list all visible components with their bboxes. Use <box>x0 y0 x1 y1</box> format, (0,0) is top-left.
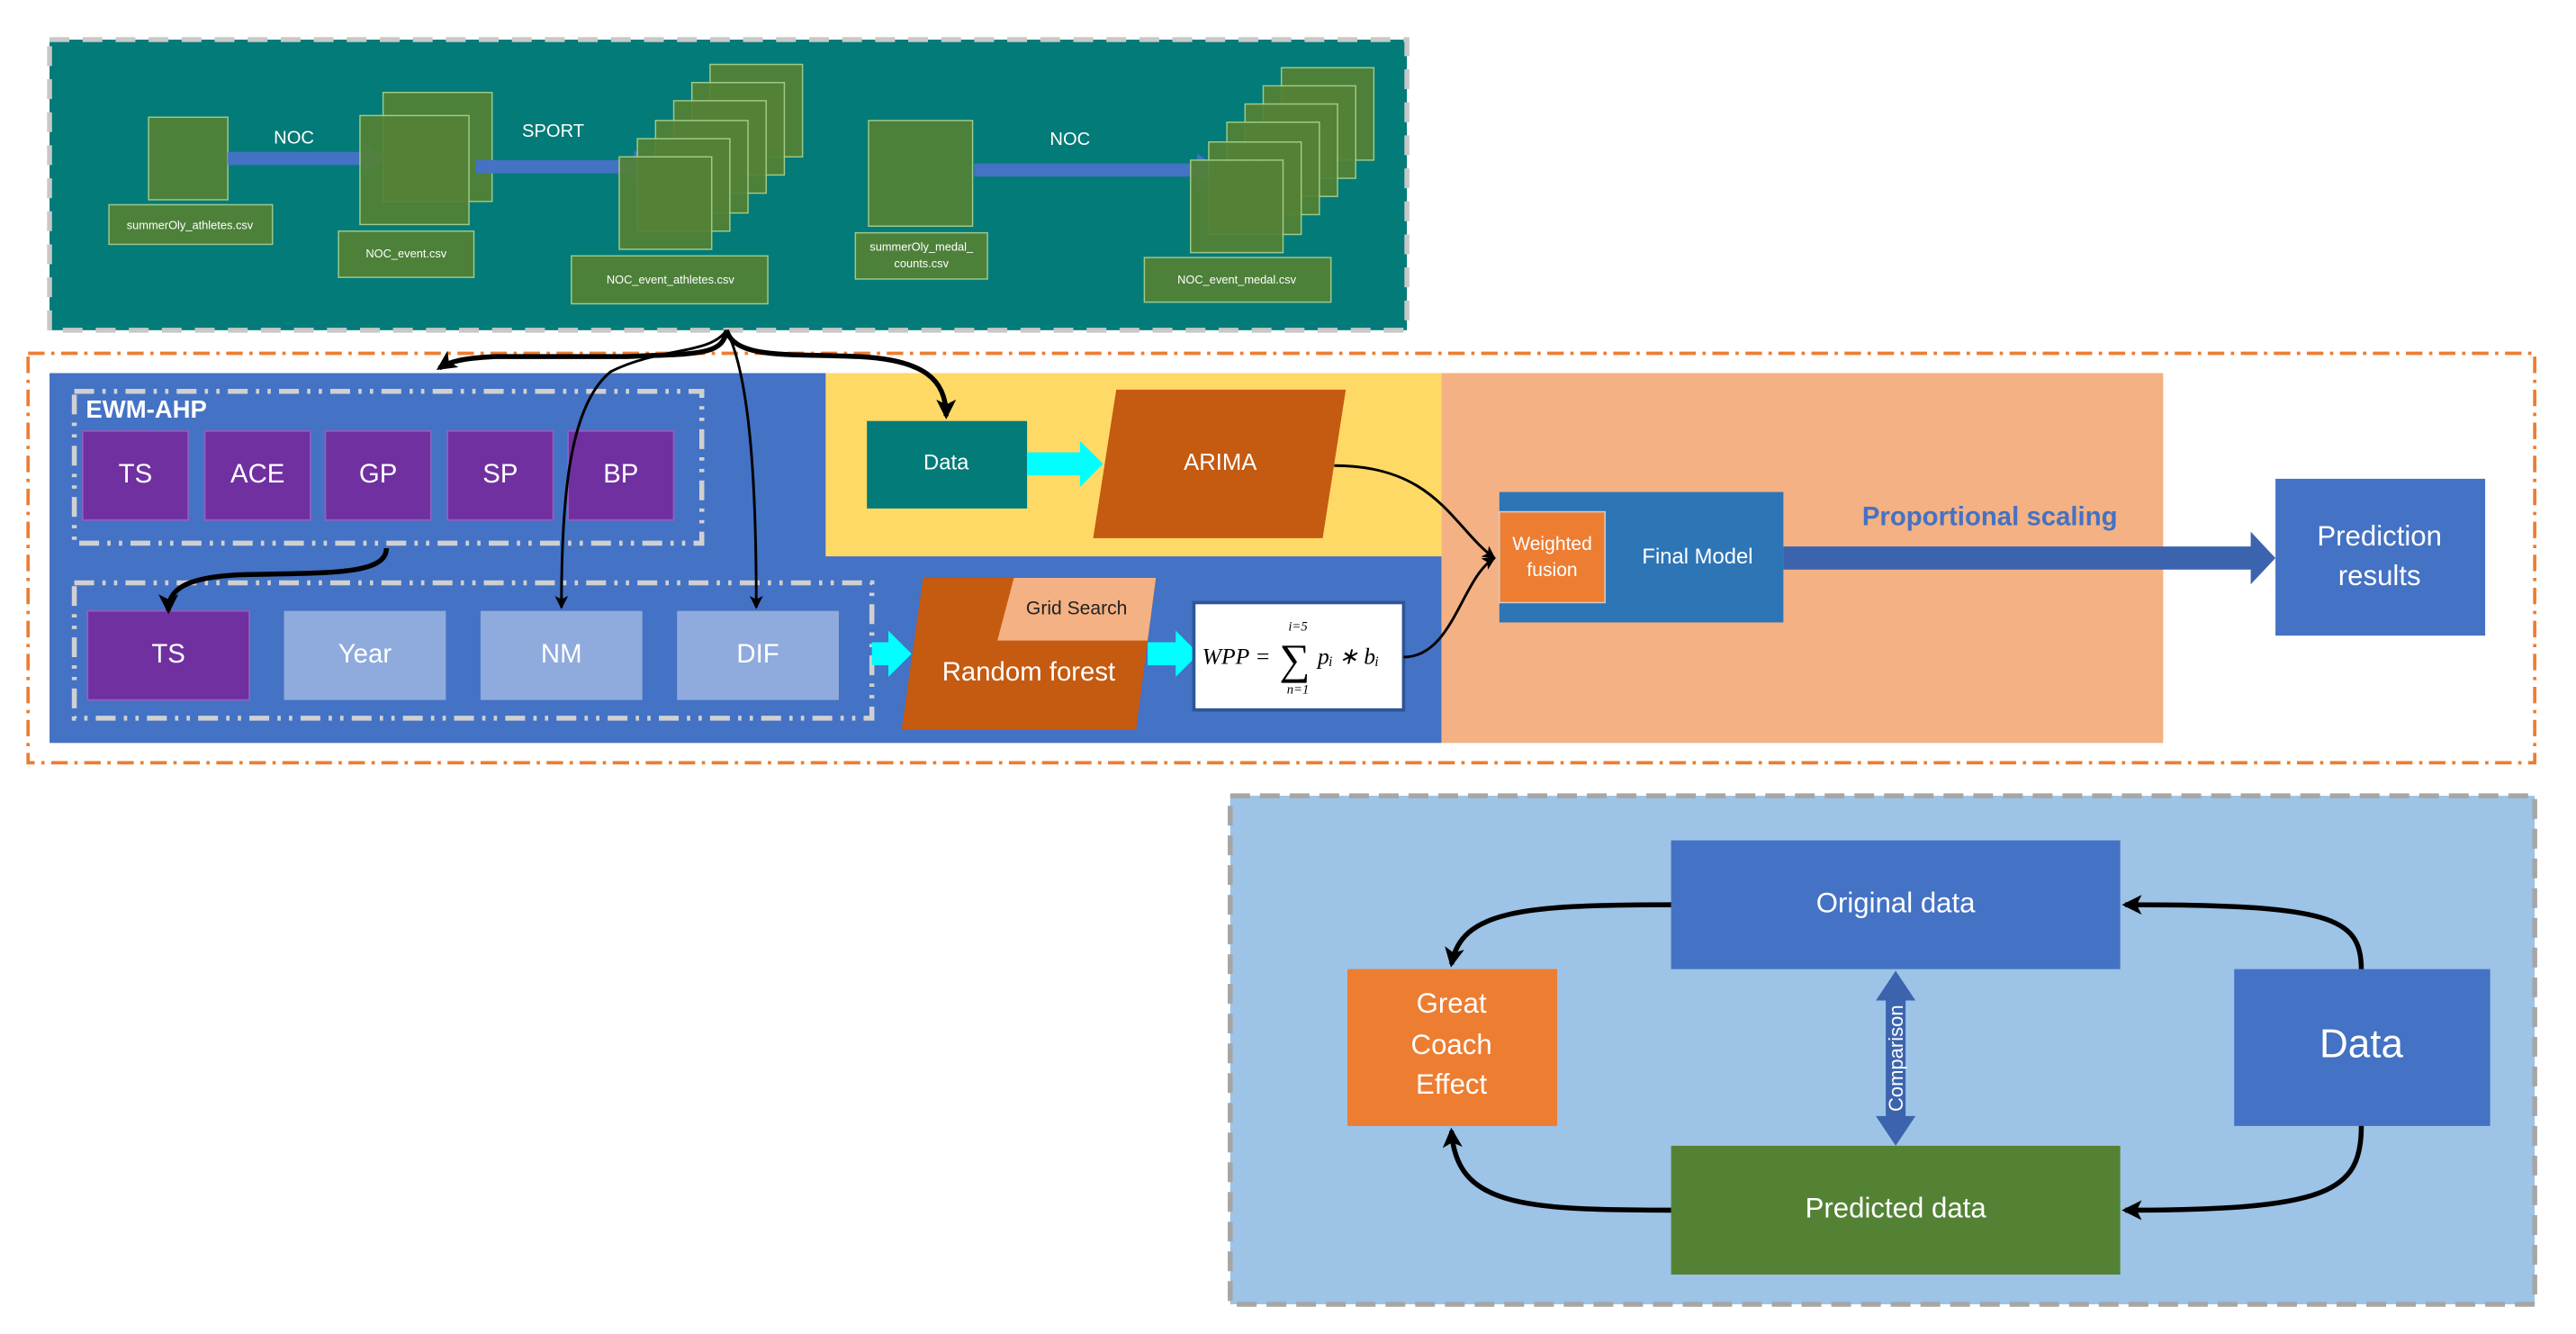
proportional-scaling-arrow <box>1783 531 2276 585</box>
svg-text:Data: Data <box>923 451 969 475</box>
wpp-formula-box: WPP = ∑ i=5 n=1 pᵢ ∗ bᵢ <box>1192 600 1406 712</box>
indicator-ts: TS <box>81 429 190 521</box>
svg-text:GP: GP <box>359 459 397 489</box>
model-panel: EWM-AHP TS ACE GP SP BP TS Year NM DIF D… <box>26 351 2536 765</box>
noc-event-file-label: NOC_event.csv <box>365 247 446 260</box>
feature-group <box>71 580 875 721</box>
feature-nm: NM <box>480 610 643 700</box>
noc-event-athletes-label-box <box>571 255 769 305</box>
feature-dif: DIF <box>677 610 839 700</box>
noc-event-medal-file-label: NOC_event_medal.csv <box>1177 273 1297 286</box>
data-to-arima-arrow <box>1027 440 1103 488</box>
svg-text:results: results <box>2338 560 2421 591</box>
athletes-file-icon <box>148 116 229 201</box>
athletes-file-label: summerOly_athletes.csv <box>127 219 254 232</box>
svg-text:Effect: Effect <box>1416 1068 1487 1100</box>
noc-event-athletes-stack-icon <box>618 63 804 250</box>
svg-text:Weighted: Weighted <box>1512 534 1592 554</box>
svg-text:Comparison: Comparison <box>1885 1005 1907 1112</box>
svg-text:Random forest: Random forest <box>942 657 1115 687</box>
data-to-original-arrow <box>2121 895 2364 969</box>
svg-text:Original data: Original data <box>1816 887 1976 918</box>
connector-arrows <box>158 329 1496 659</box>
svg-text:Great: Great <box>1417 987 1487 1019</box>
svg-text:ARIMA: ARIMA <box>1184 450 1257 475</box>
sport-arrow-label: SPORT <box>522 122 584 141</box>
noc-event-athletes-file-label: NOC_event_athletes.csv <box>607 273 734 286</box>
noc-event-medal-stack-icon <box>1190 67 1375 254</box>
noc-event-file-icon <box>359 114 470 226</box>
noc-arrow-2-label: NOC <box>1049 130 1090 149</box>
svg-text:ACE: ACE <box>230 459 284 489</box>
svg-text:Year: Year <box>338 639 392 669</box>
athletes-file-label-box <box>108 203 274 246</box>
predicted-data-box: Predicted data <box>1671 1145 2121 1275</box>
indicator-sp: SP <box>446 429 554 521</box>
svg-text:Prediction: Prediction <box>2317 520 2442 552</box>
indicator-ace: ACE <box>203 429 311 521</box>
arima-data-box: Data <box>867 420 1028 509</box>
ewm-ahp-group <box>71 388 705 546</box>
svg-text:BP: BP <box>603 459 638 489</box>
predicted-to-effect-arrow <box>1442 1127 1671 1213</box>
svg-text:pᵢ ∗ bᵢ: pᵢ ∗ bᵢ <box>1316 643 1379 669</box>
svg-text:WPP =: WPP = <box>1202 643 1271 669</box>
medal-counts-file-label-line1: summerOly_medal_ <box>869 240 974 254</box>
noc-arrow-1-label: NOC <box>274 128 314 148</box>
indicator-gp: GP <box>324 429 432 521</box>
grid-search-box: Grid Search <box>997 577 1157 641</box>
original-data-box: Original data <box>1671 840 2121 969</box>
prediction-results-box: Prediction results <box>2275 478 2486 636</box>
svg-text:DIF: DIF <box>736 639 779 669</box>
indicator-bp: BP <box>567 429 675 521</box>
medal-counts-file-icon <box>868 120 974 228</box>
coach-effect-panel: Original data Predicted data Great Coach… <box>1228 793 2537 1307</box>
svg-text:n=1: n=1 <box>1287 682 1310 697</box>
svg-text:TS: TS <box>151 639 185 669</box>
data-prep-panel: summerOly_athletes.csv NOC NOC_event.csv… <box>47 37 1410 333</box>
great-coach-effect-box: Great Coach Effect <box>1347 969 1558 1126</box>
svg-text:fusion: fusion <box>1527 560 1577 581</box>
svg-text:NM: NM <box>541 639 582 669</box>
medal-counts-file-label-line2: counts.csv <box>894 257 949 270</box>
svg-text:TS: TS <box>119 459 153 489</box>
svg-text:Predicted data: Predicted data <box>1806 1193 1987 1224</box>
data-source-box: Data <box>2234 969 2490 1126</box>
comparison-double-arrow: Comparison <box>1876 970 1916 1146</box>
rf-to-formula-arrow <box>1148 630 1199 678</box>
svg-text:∑: ∑ <box>1279 636 1310 683</box>
svg-text:Grid Search: Grid Search <box>1026 598 1127 618</box>
svg-text:Data: Data <box>2319 1022 2404 1066</box>
medal-counts-label-box <box>854 231 988 280</box>
proportional-scaling-label: Proportional scaling <box>1862 502 2118 532</box>
arima-model-box: ARIMA <box>1093 389 1347 538</box>
svg-text:SP: SP <box>482 459 518 489</box>
final-model-label: Final Model <box>1642 545 1752 569</box>
noc-event-label-box <box>338 230 475 278</box>
data-to-predicted-arrow <box>2121 1125 2364 1221</box>
svg-text:i=5: i=5 <box>1288 620 1307 635</box>
noc-event-medal-label-box <box>1143 257 1332 303</box>
feature-year: Year <box>284 610 446 700</box>
original-to-effect-arrow <box>1445 902 1671 968</box>
features-to-rf-arrow <box>871 630 912 678</box>
feature-ts: TS <box>86 609 250 701</box>
ewm-ahp-title: EWM-AHP <box>86 395 206 423</box>
svg-text:Coach: Coach <box>1411 1029 1492 1060</box>
weighted-fusion-box: Weighted fusion <box>1499 510 1606 604</box>
